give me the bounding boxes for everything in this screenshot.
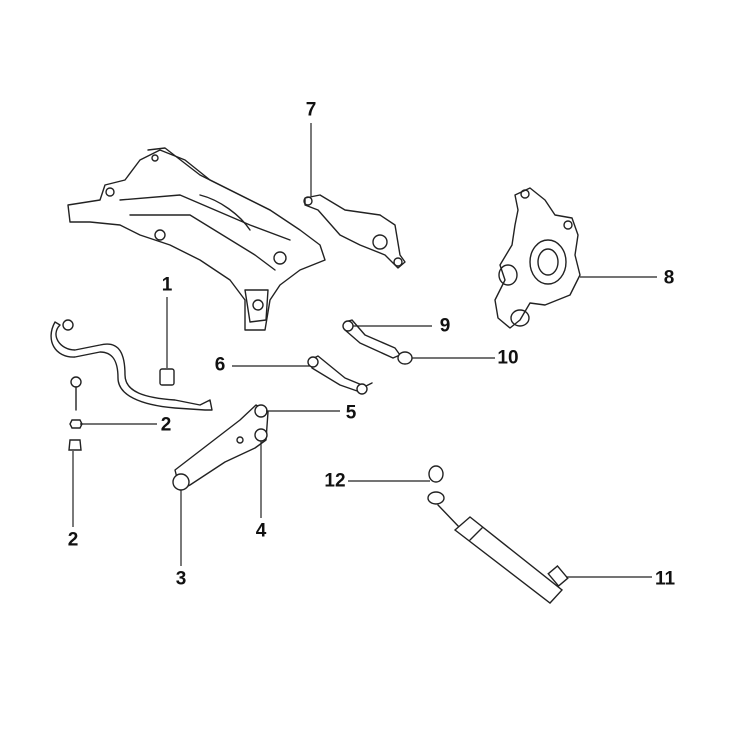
subframe-part [67, 147, 326, 331]
trailing-arm-part [303, 194, 406, 269]
callout-11: 11 [654, 568, 676, 590]
lower-arm-part [172, 404, 269, 491]
callout-3: 3 [175, 568, 187, 590]
callout-9: 9 [439, 315, 451, 337]
knuckle-part [494, 187, 581, 329]
callout-4: 4 [255, 520, 267, 542]
callout-12: 12 [324, 470, 346, 492]
callout-10: 10 [497, 347, 519, 369]
callout-6: 6 [214, 354, 226, 376]
callout-2-upper: 2 [160, 414, 172, 436]
callout-2-lower: 2 [67, 529, 79, 551]
callout-1: 1 [161, 274, 173, 296]
callout-5: 5 [345, 402, 357, 424]
stabilizer-link-part [68, 376, 83, 451]
callout-7: 7 [305, 99, 317, 121]
toe-link-part [307, 355, 373, 395]
shock-absorber-part [427, 465, 569, 604]
stabilizer-bar-part [50, 319, 213, 411]
callout-8: 8 [663, 267, 675, 289]
